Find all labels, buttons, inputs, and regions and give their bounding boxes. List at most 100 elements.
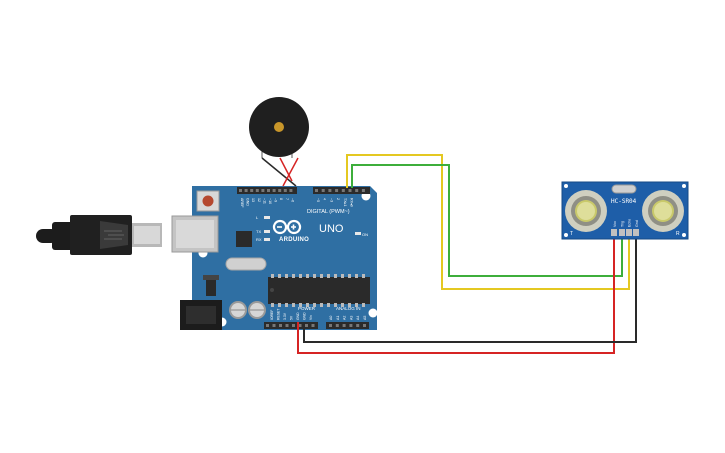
buzzer-lead-black [261,157,297,187]
led-on [355,232,361,235]
pin-hole[interactable] [289,189,293,192]
analog-pin-label: A0 [329,316,333,320]
pin-hole[interactable] [266,324,269,327]
usb-symbol-icon [104,230,124,240]
power-pin-label: Vin [309,315,313,320]
on-label: ON [362,232,368,237]
piezo-buzzer[interactable] [249,97,309,187]
capacitor [248,301,266,319]
pin-hole[interactable] [267,189,270,192]
pin-hole[interactable] [363,324,366,327]
pin-hole[interactable] [355,189,359,192]
buzzer-lead-red [279,157,293,182]
pin-hole[interactable] [328,189,332,192]
power-pin-label: RESET [277,309,281,320]
digital-pin-label: ~3 [329,198,333,202]
digital-header-right [313,187,370,194]
pin-hole[interactable] [285,324,289,327]
wire-green-echo[interactable] [351,164,623,277]
power-pin-label: GND [296,312,300,320]
pin-hole[interactable] [272,189,276,192]
digital-pin-label: 7 [285,198,289,200]
pin-hole[interactable] [349,324,353,327]
pin-hole[interactable] [315,189,318,192]
power-pin-label: 5V [290,315,294,320]
led-l [264,216,270,219]
bottom-pin-holes [266,324,366,327]
digital-pin-label: ~5 [316,198,320,202]
sensor-pin-label: Trig [620,221,624,227]
pin-hole[interactable] [342,324,346,327]
sensor-pin-label: Echo [628,219,632,227]
digital-pin-label: 2 [336,198,340,200]
pin-hole[interactable] [298,324,302,327]
sensor-corner-r: R [676,231,680,237]
led-label-l: L [256,215,259,220]
pin-hole[interactable] [244,189,248,192]
analog-pin-label: A5 [363,316,367,320]
led-tx [264,230,270,233]
digital-pin-label: AREF [240,198,244,208]
digital-pin-label: ~11 [262,198,266,204]
analog-header [326,322,369,329]
sensor-crystal [611,184,637,194]
pin-hole[interactable] [361,189,365,192]
usb-cable [36,215,162,255]
sensor-pin-label: Gnd [635,220,639,227]
pin-hole[interactable] [356,324,360,327]
pin-hole[interactable] [261,189,265,192]
digital-pin-label: ~9 [274,198,278,202]
pin-hole[interactable] [329,324,332,327]
pin-hole[interactable] [335,324,339,327]
analog-label: ANALOG IN [336,306,361,311]
wire-red-5v[interactable] [297,236,615,354]
wires [297,154,637,354]
mounting-hole [368,308,378,318]
wire-black-gnd[interactable] [303,236,637,343]
analog-pin-label: A2 [343,316,347,320]
digital-pin-label: ~10 [268,198,272,204]
pin-hole[interactable] [278,189,282,192]
pin-hole[interactable] [283,189,287,192]
analog-pin-label: A1 [336,316,340,320]
digital-pin-label: 13 [251,198,255,202]
digital-pin-label: TX▸1 [343,198,347,206]
led-rx [264,238,270,241]
transducer-left [565,190,607,232]
pin-hole[interactable] [348,189,352,192]
voltage-regulator [206,278,216,296]
pin-hole[interactable] [292,324,295,327]
power-header [264,322,318,329]
pin-hole[interactable] [272,324,276,327]
wire-yellow-trig[interactable] [346,154,630,290]
pin-hole[interactable] [250,189,254,192]
digital-pin-label: RX◂0 [350,198,354,207]
usb-strain-relief [52,222,74,250]
atmega328-chip [268,274,370,307]
pin-hole[interactable] [239,189,242,192]
pin-hole[interactable] [305,324,308,327]
pin-hole[interactable] [321,189,325,192]
crystal-oscillator [225,257,267,271]
digital-label: DIGITAL (PWM~) [307,209,350,215]
usb-interface-chip [236,231,252,247]
pin-hole[interactable] [311,324,315,327]
sensor-corner-t: T [570,231,573,237]
pin-hole[interactable] [255,189,259,192]
pin-hole[interactable] [341,189,345,192]
power-pin-label: 3.3V [283,312,287,320]
reset-button-cap[interactable] [202,195,214,207]
pin-hole[interactable] [279,324,282,327]
capacitor [229,301,247,319]
pin-hole[interactable] [335,189,339,192]
sensor-pin-label: Vcc [613,221,617,227]
led-label-rx: RX [256,237,262,242]
digital-pin-label: GND [246,198,250,206]
digital-pin-label: 4 [323,198,327,200]
sensor-model-text: HC-SR04 [611,198,637,205]
